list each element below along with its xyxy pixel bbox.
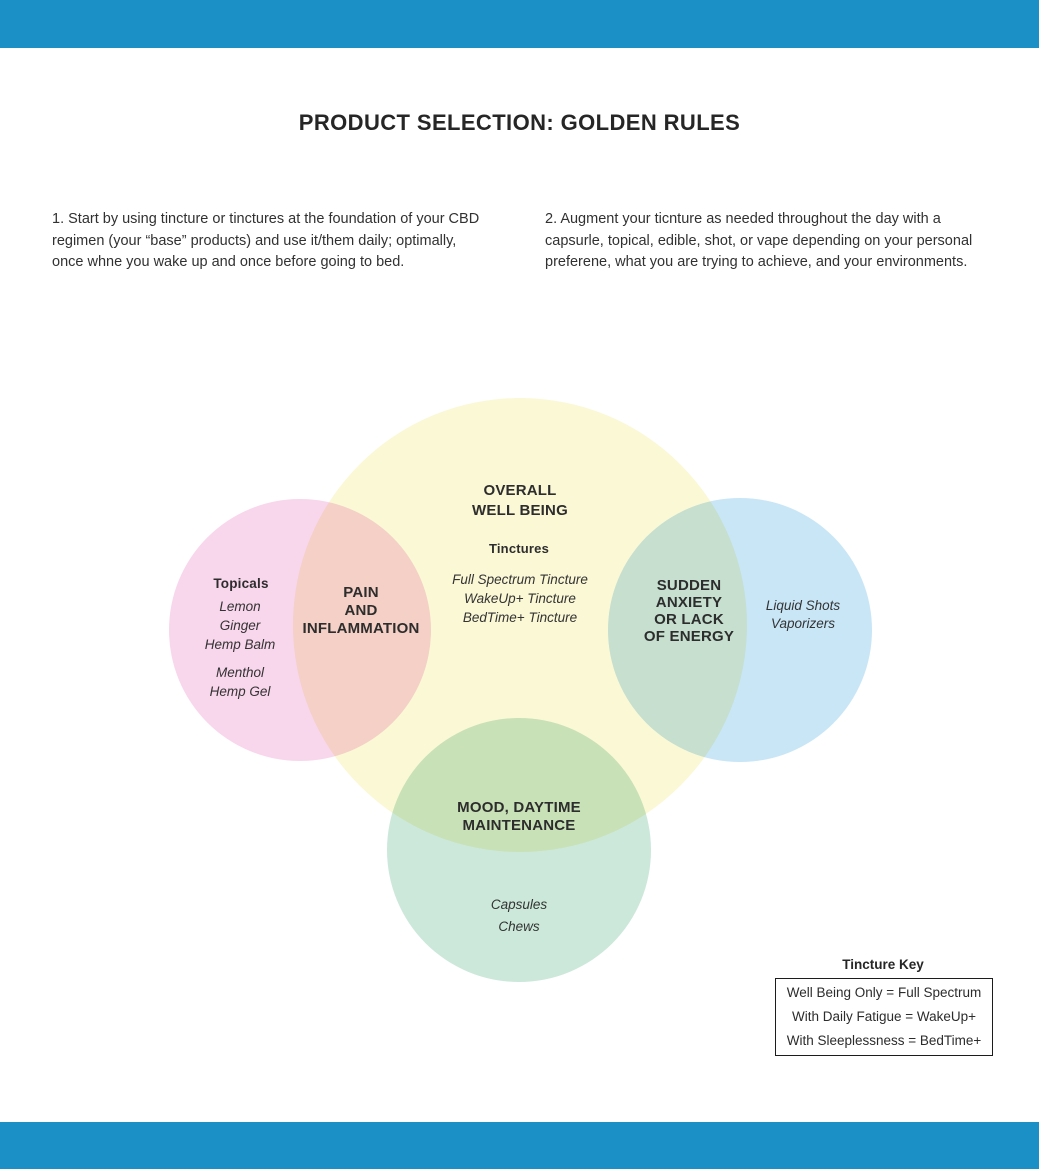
capsules-circle	[387, 718, 651, 982]
topicals-items-primary: Lemon Ginger Hemp Balm	[204, 599, 276, 653]
page-title: PRODUCT SELECTION: GOLDEN RULES	[298, 110, 741, 135]
topicals-items-secondary: Menthol Hemp Gel	[209, 665, 271, 700]
pain-inflammation-label: PAIN AND INFLAMMATION	[302, 584, 420, 637]
mood-maintenance-label: MOOD, DAYTIME MAINTENANCE	[457, 799, 581, 834]
bottom-banner	[0, 1122, 1039, 1169]
liquid-shots-items: Liquid Shots Vaporizers	[765, 598, 841, 631]
rule-2-text: 2. Augment your ticnture as needed throu…	[545, 211, 973, 270]
top-banner	[0, 0, 1039, 48]
well-being-title: OVERALL WELL BEING	[472, 482, 568, 519]
tincture-key-box: Well Being Only = Full Spectrum With Dai…	[775, 978, 993, 1056]
tincture-key-title: Tincture Key	[842, 957, 924, 972]
tincture-items: Full Spectrum Tincture WakeUp+ Tincture …	[452, 572, 588, 626]
capsules-items: Capsules Chews	[490, 897, 548, 934]
sudden-anxiety-label: SUDDEN ANXIETY OR LACK OF ENERGY	[643, 577, 735, 645]
tincture-key-row: With Daily Fatigue = WakeUp+	[791, 1009, 977, 1024]
topicals-circle	[169, 499, 431, 761]
liquid-shots-circle	[608, 498, 872, 762]
tincture-key-row: With Sleeplessness = BedTime+	[786, 1033, 982, 1048]
tinctures-subtitle: Tinctures	[488, 541, 550, 556]
topicals-title: Topicals	[213, 576, 269, 591]
tincture-key-row: Well Being Only = Full Spectrum	[786, 985, 982, 1000]
rule-1-text: 1. Start by using tincture or tinctures …	[52, 211, 480, 270]
